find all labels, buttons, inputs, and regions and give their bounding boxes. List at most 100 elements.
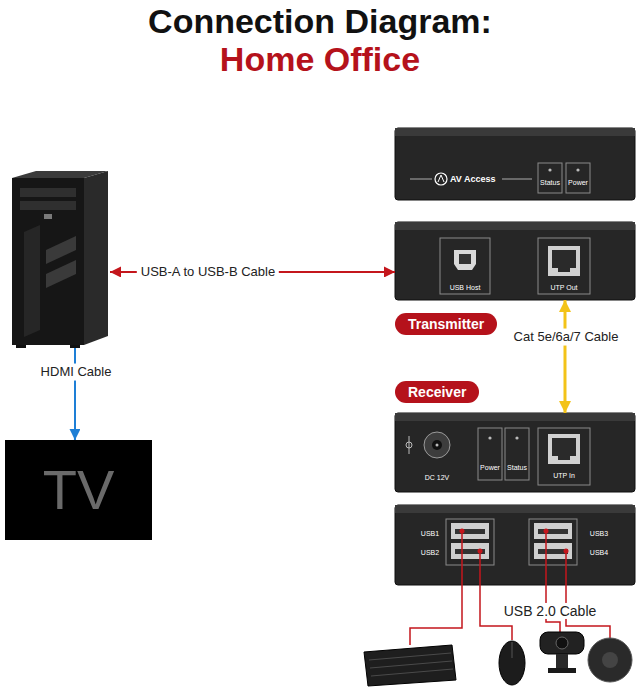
panel-line	[410, 179, 432, 180]
usb-a-tongue	[455, 529, 485, 534]
wire-dot	[544, 529, 549, 534]
tv-label: TV	[43, 458, 115, 522]
mouse-split	[512, 642, 513, 658]
usb-a-tongue	[455, 549, 485, 554]
port-label: UTP Out	[550, 284, 577, 292]
transmitter-rear-housing	[395, 222, 635, 300]
cable-connector	[74, 348, 76, 440]
housing-top-edge	[395, 222, 635, 230]
tag-label: Transmitter	[408, 316, 484, 332]
speaker-puck-center	[602, 652, 618, 668]
receiver-front-panel: USB1USB2USB3USB4	[395, 505, 635, 585]
rj45-port-inner	[552, 250, 576, 272]
led-box	[478, 428, 502, 480]
tv-screen: TV	[5, 440, 152, 540]
usb-wire	[480, 551, 512, 640]
port-box	[538, 238, 590, 294]
usb-a-tongue	[538, 529, 568, 534]
wire-dot	[564, 549, 569, 554]
cable-label: USB-A to USB-B Cable	[137, 264, 279, 281]
tower-front	[12, 178, 84, 345]
brand-logo	[435, 173, 447, 185]
led-box	[566, 163, 590, 193]
diagram-title: Connection Diagram:	[148, 2, 492, 41]
keyboard-keys	[369, 653, 451, 660]
usb-a-port	[534, 523, 572, 539]
led-label: Status	[507, 464, 527, 472]
wire-dot	[460, 529, 465, 534]
receiver-rear-housing	[395, 413, 635, 492]
transmitter-front-panel: AV AccessStatus Power	[395, 128, 635, 200]
front-accent	[46, 260, 76, 288]
port-label: USB4	[590, 549, 608, 557]
cable-label: Cat 5e/6a/7 Cable	[510, 329, 623, 346]
computer-tower	[8, 170, 110, 348]
port-label: USB1	[421, 530, 439, 538]
brand-logo-mark	[438, 175, 444, 182]
power-button	[44, 214, 52, 219]
port-box	[529, 519, 577, 565]
port-label: DC 12V	[425, 474, 450, 482]
led-box	[538, 163, 562, 193]
receiver-tag: Receiver	[395, 381, 479, 403]
mouse	[499, 641, 525, 685]
keyboard-keys	[370, 661, 452, 668]
housing-top-edge	[395, 505, 635, 513]
panel-line	[502, 179, 532, 180]
webcam-stand	[556, 654, 568, 668]
dc-jack-hole	[432, 440, 442, 450]
led	[488, 436, 491, 439]
receiver-rear-panel: DC 12VPowerStatusUTP In	[395, 413, 635, 492]
rj45-port-inner	[552, 438, 576, 460]
speaker-puck	[588, 638, 632, 682]
led-label: Status	[540, 179, 560, 187]
brand-name: AV Access	[450, 174, 496, 184]
polarity-symbol	[409, 436, 410, 454]
webcam-lens	[556, 637, 568, 649]
usb-b-port-inner	[459, 254, 471, 264]
led-label: Power	[568, 179, 588, 187]
drive-bay	[20, 201, 76, 210]
rj45-port	[548, 246, 580, 276]
cable-connector	[563, 300, 566, 413]
port-box	[440, 238, 490, 294]
front-grille	[24, 225, 40, 337]
transmitter-rear-panel: USB Host UTP Out	[395, 222, 635, 300]
webcam	[540, 632, 584, 654]
dc-jack	[424, 432, 450, 458]
led	[576, 168, 579, 171]
front-accent	[46, 236, 76, 264]
led	[515, 436, 518, 439]
tower-side	[84, 171, 108, 345]
housing-top-edge	[395, 128, 635, 136]
transmitter-tag: Transmitter	[395, 313, 497, 335]
usb-b-port	[454, 250, 476, 270]
subtitle: Home Office	[217, 40, 423, 79]
usb-a-port	[451, 543, 489, 559]
dc-jack-pin	[436, 444, 439, 447]
keyboard	[364, 645, 456, 686]
tag-label: Receiver	[408, 384, 466, 400]
port-box	[446, 519, 494, 565]
port-box	[538, 428, 590, 485]
cable-label: HDMI Cable	[37, 364, 116, 381]
usb-a-port	[451, 523, 489, 539]
webcam-base	[548, 668, 576, 673]
transmitter-front-housing	[395, 128, 635, 200]
drive-bay	[20, 188, 76, 197]
cable-label: USB 2.0 Cable	[501, 603, 600, 619]
port-label: UTP In	[553, 472, 575, 480]
tower-foot	[16, 345, 26, 348]
usb-a-tongue	[538, 549, 568, 554]
led	[548, 168, 551, 171]
port-label: USB Host	[450, 284, 481, 292]
rj45-port	[548, 434, 580, 464]
wire-dot	[478, 549, 483, 554]
housing-top-edge	[395, 413, 635, 421]
usb-wire	[566, 551, 610, 638]
led-box	[505, 428, 529, 480]
usb-wire	[410, 531, 462, 645]
receiver-front-housing	[395, 505, 635, 585]
